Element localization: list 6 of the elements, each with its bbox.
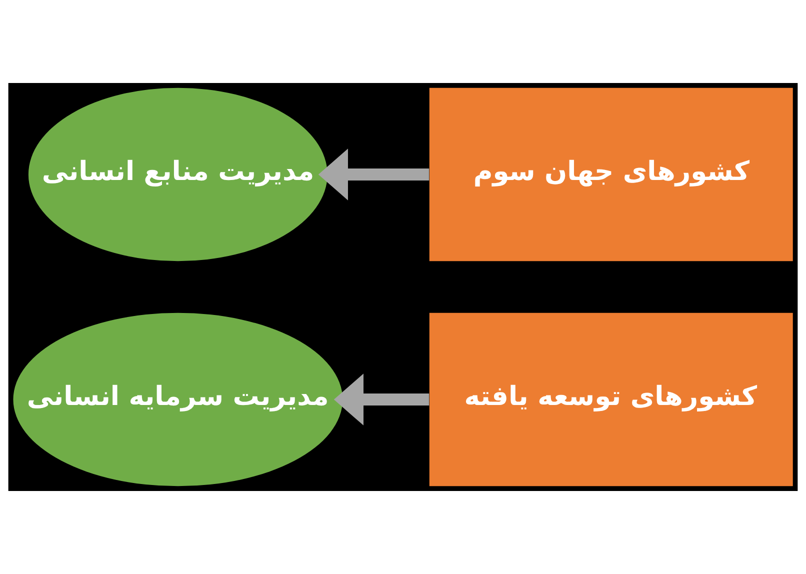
node-ellipse: مدیریت سرمایه انسانی [13, 312, 343, 486]
node-ellipse: مدیریت منابع انسانی [28, 88, 328, 262]
node-box: کشورهای جهان سوم [429, 88, 793, 262]
arrow [334, 374, 430, 426]
arrow [318, 148, 430, 200]
node-box: کشورهای توسعه یافته [429, 312, 793, 486]
